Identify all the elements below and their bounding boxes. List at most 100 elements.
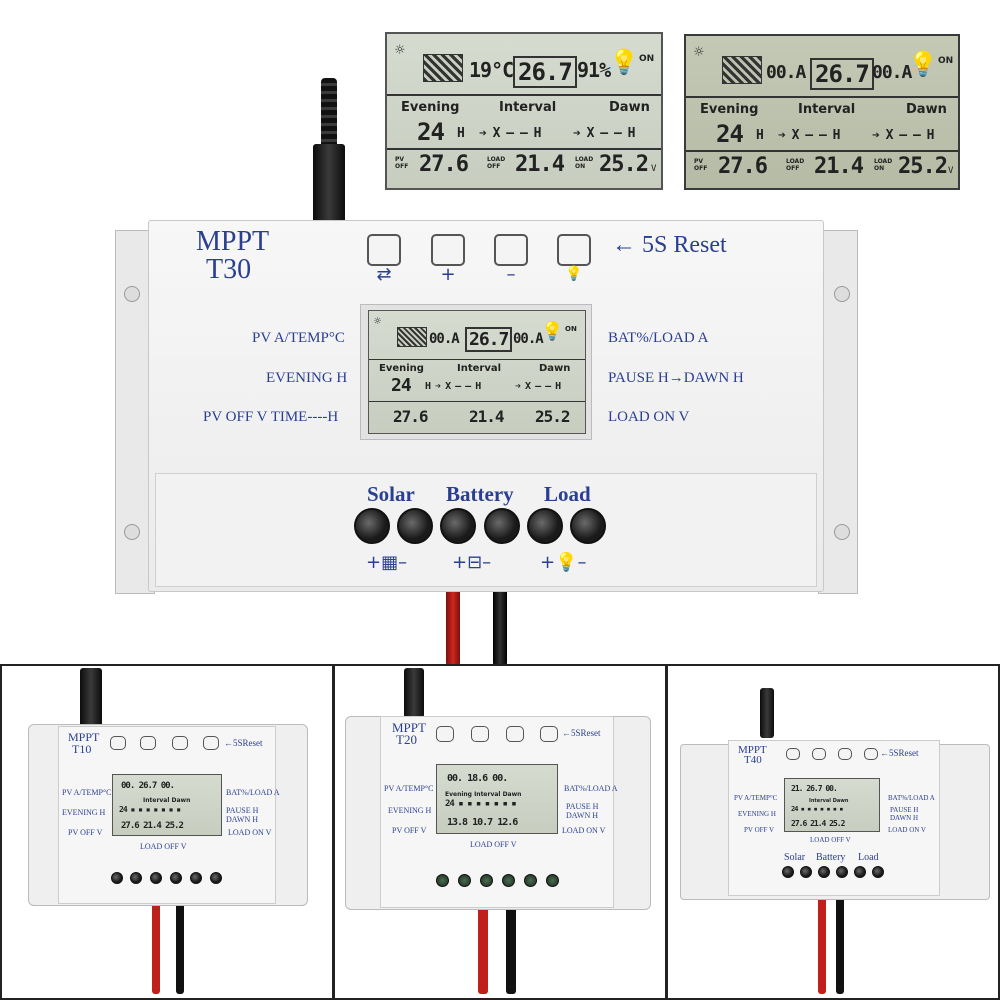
battery-polarity-label: +⊟– bbox=[452, 552, 492, 573]
left-label-pv-off: PV OFF V bbox=[392, 826, 427, 835]
minus-button[interactable] bbox=[172, 736, 188, 750]
terminal[interactable] bbox=[436, 874, 449, 887]
pv-off-value: 27.6 bbox=[393, 407, 429, 426]
right-label-pause-dawn: PAUSE H→DAWN H bbox=[608, 370, 744, 386]
battery-negative-terminal[interactable] bbox=[484, 508, 520, 544]
left-label-evening: EVENING H bbox=[388, 806, 432, 815]
terminal[interactable] bbox=[872, 866, 884, 878]
model-name: MPPT bbox=[196, 226, 270, 257]
model-number: T20 bbox=[396, 732, 417, 747]
pv-current-reading: 00.A bbox=[429, 331, 460, 347]
terminal[interactable] bbox=[210, 872, 222, 884]
sun-icon: ☼ bbox=[395, 40, 405, 59]
right-label-load-on: LOAD ON V bbox=[888, 826, 926, 834]
mode-button[interactable] bbox=[436, 726, 454, 742]
dawn-label: Dawn bbox=[609, 100, 650, 115]
lcd-top-row: 00. 18.6 00. bbox=[447, 773, 508, 784]
reset-hint: ←5SReset bbox=[880, 748, 919, 758]
lcd-top-row: 21. 26.7 00. bbox=[791, 784, 838, 793]
mounting-hole bbox=[834, 524, 850, 540]
left-label-pv-off: PV OFF V bbox=[68, 828, 103, 837]
reset-hint: ←5SReset bbox=[562, 728, 601, 738]
reset-hint: ←5SReset bbox=[224, 738, 263, 748]
terminal[interactable] bbox=[782, 866, 794, 878]
mode-button[interactable] bbox=[110, 736, 126, 750]
lcd-closeup-temperature: ☼ 19°C 26.7 91% 💡 ON Evening Interval Da… bbox=[385, 32, 663, 190]
dawn-label: Dawn bbox=[539, 363, 571, 374]
terminal[interactable] bbox=[458, 874, 471, 887]
right-label-bat-load: BAT%/LOAD A bbox=[608, 330, 709, 346]
minus-icon: – bbox=[506, 264, 516, 285]
minus-button[interactable] bbox=[494, 234, 528, 266]
dawn-value: ➔ X – – H bbox=[872, 128, 934, 143]
light-button[interactable] bbox=[540, 726, 558, 742]
solar-positive-terminal[interactable] bbox=[354, 508, 390, 544]
main-lcd-screen: ☼ 00.A 26.7 00.A 💡 ON Evening Interval D… bbox=[368, 310, 586, 434]
terminal[interactable] bbox=[480, 874, 493, 887]
load-off-label: LOAD OFF V bbox=[470, 840, 517, 849]
red-wire bbox=[152, 900, 160, 994]
model-name: MPPT bbox=[738, 744, 767, 756]
terminal[interactable] bbox=[190, 872, 202, 884]
plus-button[interactable] bbox=[140, 736, 156, 750]
right-label-load-on: LOAD ON V bbox=[608, 409, 690, 425]
terminal[interactable] bbox=[170, 872, 182, 884]
terminal[interactable] bbox=[150, 872, 162, 884]
model-name: MPPT bbox=[392, 720, 426, 735]
terminal[interactable] bbox=[818, 866, 830, 878]
right-label-pause-dawn: PAUSE H DAWN H bbox=[890, 806, 919, 822]
load-off-value: 21.4 bbox=[814, 154, 864, 179]
hour-unit: H bbox=[756, 128, 764, 143]
left-label-pv-temp: PV A/TEMP°C bbox=[734, 794, 778, 802]
terminal[interactable] bbox=[524, 874, 537, 887]
black-wire bbox=[493, 586, 507, 666]
light-button[interactable] bbox=[557, 234, 591, 266]
swap-arrows-icon: ⇄ bbox=[376, 264, 392, 285]
load-off-label: LOAD OFF bbox=[786, 158, 805, 172]
plus-button[interactable] bbox=[812, 748, 826, 760]
bulb-icon: 💡 bbox=[565, 266, 583, 282]
black-wire bbox=[836, 896, 844, 994]
battery-reading: 26.7 bbox=[513, 56, 577, 88]
solar-polarity-label: +▦– bbox=[366, 552, 408, 573]
plus-button[interactable] bbox=[471, 726, 489, 742]
model-number: T30 bbox=[206, 254, 252, 285]
load-positive-terminal[interactable] bbox=[527, 508, 563, 544]
load-on-label: LOAD ON bbox=[575, 156, 594, 170]
load-terminal-label: Load bbox=[544, 482, 591, 506]
volt-unit: V bbox=[651, 164, 657, 174]
pv-off-label: PV OFF bbox=[694, 158, 708, 172]
plus-button[interactable] bbox=[431, 234, 465, 266]
lcd-mid-row: 24 ▪ ▪ ▪ ▪ ▪ ▪ ▪ bbox=[119, 805, 181, 814]
sun-icon: ☼ bbox=[374, 314, 382, 328]
pv-off-label: PV OFF bbox=[395, 156, 409, 170]
terminal[interactable] bbox=[130, 872, 142, 884]
load-polarity-label: +💡– bbox=[540, 552, 587, 573]
mode-button[interactable] bbox=[786, 748, 800, 760]
terminal[interactable] bbox=[854, 866, 866, 878]
solar-terminal-label: Solar bbox=[784, 852, 806, 863]
battery-positive-terminal[interactable] bbox=[440, 508, 476, 544]
left-label-evening: EVENING H bbox=[738, 810, 776, 818]
light-button[interactable] bbox=[203, 736, 219, 750]
solar-negative-terminal[interactable] bbox=[397, 508, 433, 544]
right-label-bat-load: BAT%/LOAD A bbox=[564, 784, 618, 793]
lcd-bottom-row: 13.8 10.7 12.6 bbox=[447, 817, 518, 828]
terminal[interactable] bbox=[111, 872, 123, 884]
red-wire bbox=[478, 904, 488, 994]
lcd-top-row: 00. 26.7 00. bbox=[121, 781, 175, 791]
terminal[interactable] bbox=[836, 866, 848, 878]
terminal[interactable] bbox=[546, 874, 559, 887]
bulb-icon: 💡 bbox=[609, 48, 639, 76]
left-label-evening: EVENING H bbox=[266, 370, 348, 386]
minus-button[interactable] bbox=[506, 726, 524, 742]
evening-label: Evening bbox=[700, 102, 759, 117]
terminal[interactable] bbox=[502, 874, 515, 887]
mode-button[interactable] bbox=[367, 234, 401, 266]
interval-label: Interval bbox=[798, 102, 856, 117]
load-negative-terminal[interactable] bbox=[570, 508, 606, 544]
terminal[interactable] bbox=[800, 866, 812, 878]
load-off-label: LOAD OFF V bbox=[810, 836, 851, 844]
minus-button[interactable] bbox=[838, 748, 852, 760]
light-button[interactable] bbox=[864, 748, 878, 760]
